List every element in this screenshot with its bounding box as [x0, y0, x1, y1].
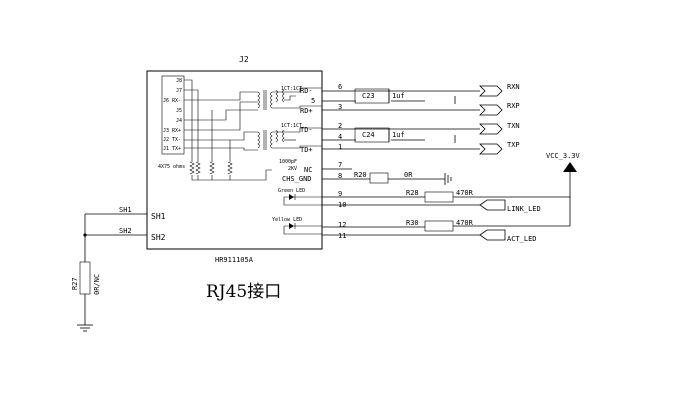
termination-resistors: [189, 161, 233, 175]
pin-number: 5: [311, 97, 315, 105]
pin-number: 8: [338, 172, 342, 180]
net-port-rxp: RXP: [479, 102, 520, 116]
sh1-net-label: SH1: [119, 206, 132, 214]
net-label-txp: TXP: [507, 141, 520, 149]
xfmr-secondary-wiring: [272, 87, 322, 149]
net-port-txp: TXP: [479, 141, 520, 155]
pin-name-rd-plus: RD+: [300, 107, 313, 115]
connector-ref: J2: [239, 55, 249, 64]
r28-ref: R28: [406, 189, 419, 197]
pin-number: 6: [338, 83, 342, 91]
pin-name-td-plus: TD+: [300, 146, 313, 154]
c24-ref: C24: [362, 131, 375, 139]
r28-resistor: [424, 191, 454, 203]
vcc-arrow-icon: [563, 162, 577, 172]
pin-number: 11: [338, 232, 346, 240]
rx-xfmr-ratio: 1CT:1CT: [281, 86, 302, 92]
shield-junction: [83, 233, 87, 237]
r20-resistor: [369, 172, 452, 185]
r28-value: 470R: [456, 189, 474, 197]
net-label-link-led: LINK_LED: [507, 205, 541, 213]
tx-transformer: [257, 129, 285, 150]
pin-numbers: 6 5 3 2 4 1 7 8 9 10 12 11: [311, 83, 346, 240]
ground-icon: [77, 324, 93, 332]
jack-pin-label: J6 RX-: [163, 98, 181, 104]
net-label-act-led: ACT_LED: [507, 235, 537, 243]
c24-capacitor: [354, 127, 390, 143]
net-port-act-led: ACT_LED: [479, 229, 537, 243]
jack-pin-label: J2 TX-: [163, 137, 181, 143]
net-label-txn: TXN: [507, 122, 520, 130]
r27-ref: R27: [71, 277, 79, 290]
pin-number: 9: [338, 190, 342, 198]
green-led-label: Green LED: [278, 188, 305, 194]
c23-ref: C23: [362, 92, 375, 100]
rx-transformer: [257, 89, 285, 110]
jack-pin-label: J7: [176, 88, 182, 94]
c23-capacitor: [354, 88, 390, 104]
vcc-label: VCC_3.3V: [546, 152, 581, 160]
net-label-rxp: RXP: [507, 102, 520, 110]
pin-name-rd-minus: RD-: [300, 87, 313, 95]
yellow-led: [283, 223, 322, 235]
jack-pin-labels: J8 J7 J6 RX- J5 J4 J3 RX+ J2 TX- J1 TX+: [163, 78, 182, 152]
diagram-caption: RJ45接口: [206, 282, 281, 302]
pin-name-chs-gnd: CHS_GND: [282, 175, 312, 183]
pin-number: 4: [338, 133, 342, 141]
c24-value: 1uf: [392, 131, 405, 139]
pin-number: 3: [338, 103, 342, 111]
tx-xfmr-ratio: 1CT:1CT: [281, 123, 302, 129]
rx-pair-wires: [322, 90, 480, 111]
pin-number: 7: [338, 161, 342, 169]
connector-body: [146, 70, 323, 250]
jack-pin-label: J4: [176, 118, 182, 124]
pin-name-nc: NC: [304, 166, 312, 174]
chassis-cap-label: 1000pF: [279, 159, 297, 165]
r20-ref: R20: [354, 171, 367, 179]
net-port-rxn: RXN: [479, 83, 520, 97]
pin-name-td-minus: TD-: [300, 126, 313, 134]
sh2-pin-label: SH2: [151, 233, 166, 242]
yellow-led-label: Yellow LED: [272, 217, 302, 223]
connector-part-number: HR911105A: [215, 256, 254, 264]
ohms-label: 4X75 ohms: [158, 164, 185, 170]
r30-value: 470R: [456, 219, 474, 227]
jack-pin-label: J5: [176, 108, 182, 114]
green-led: [283, 194, 322, 206]
jack-pin-label: J8: [176, 78, 182, 84]
jack-pin-label: J3 RX+: [163, 128, 181, 134]
r20-value: 0R: [404, 171, 413, 179]
r27-value: 0R/NC: [93, 274, 101, 295]
jack-pin-block: [161, 75, 185, 155]
pin-number: 12: [338, 221, 346, 229]
jack-internal-wiring: [184, 79, 272, 181]
net-port-txn: TXN: [479, 122, 520, 135]
r30-ref: R30: [406, 219, 419, 227]
net-port-link-led: LINK_LED: [479, 199, 541, 213]
sh2-net-label: SH2: [119, 227, 132, 235]
jack-pin-label: J1 TX+: [163, 146, 181, 152]
chassis-cap-voltage: 2KV: [288, 166, 297, 172]
tx-pair-wires: [322, 128, 480, 150]
r27-resistor: [79, 261, 91, 295]
net-label-rxn: RXN: [507, 83, 520, 91]
pin-number: 2: [338, 122, 342, 130]
sh1-pin-label: SH1: [151, 212, 166, 221]
c23-value: 1uf: [392, 92, 405, 100]
pin-number: 1: [338, 143, 342, 151]
r30-resistor: [424, 220, 454, 232]
